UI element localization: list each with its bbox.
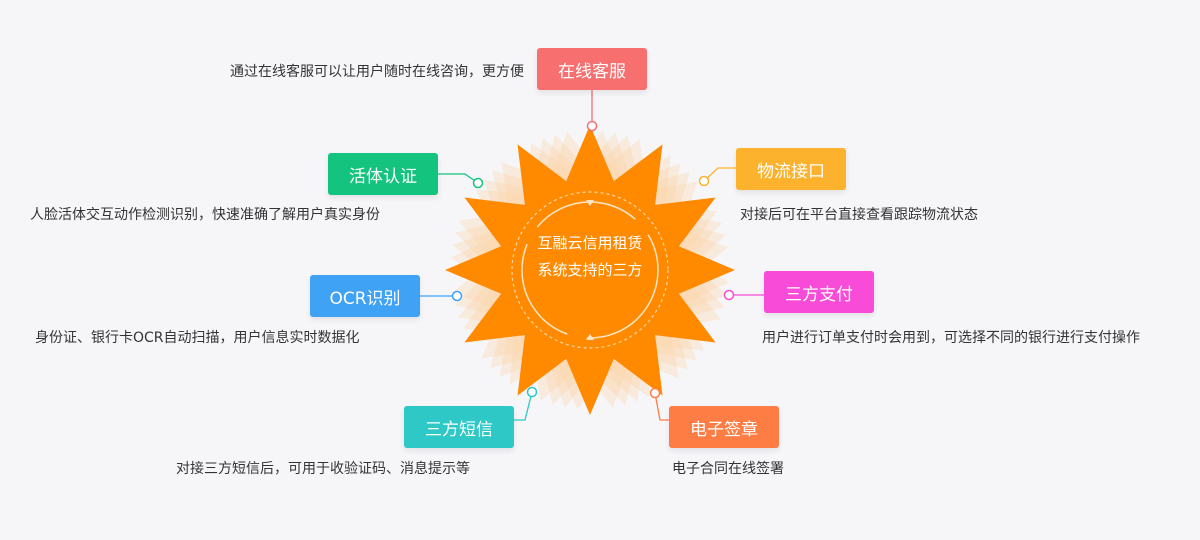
node-third-pay-connector-dot [723, 289, 735, 301]
node-logistics-api-label: 物流接口 [757, 161, 825, 182]
node-liveness-auth-desc: 人脸活体交互动作检测识别，快速准确了解用户真实身份 [30, 207, 380, 223]
node-third-pay: 三方支付 [764, 271, 874, 313]
node-liveness-auth: 活体认证 [328, 153, 438, 195]
node-online-service-connector-dot [586, 120, 598, 132]
center-title-line-1: 互融云信用租赁 [537, 234, 643, 252]
node-e-signature-connector-dot [649, 387, 661, 399]
sun-ring-marker-top [586, 200, 594, 206]
node-third-pay-desc: 用户进行订单支付时会用到，可选择不同的银行进行支付操作 [762, 330, 1140, 346]
node-third-sms-desc: 对接三方短信后，可用于收验证码、消息提示等 [176, 461, 470, 477]
node-third-pay-label: 三方支付 [785, 284, 853, 305]
node-third-sms-connector-dot [526, 386, 538, 398]
node-e-signature: 电子签章 [669, 406, 779, 448]
node-logistics-api-desc: 对接后可在平台直接查看跟踪物流状态 [740, 207, 978, 223]
node-logistics-api: 物流接口 [736, 148, 846, 190]
node-ocr: OCR识别 [310, 275, 420, 317]
center-title: 互融云信用租赁 系统支持的三方 [510, 230, 670, 284]
node-online-service: 在线客服 [537, 48, 647, 90]
node-ocr-desc: 身份证、银行卡OCR自动扫描，用户信息实时数据化 [35, 330, 360, 346]
node-liveness-auth-connector-dot [472, 177, 484, 189]
node-third-sms: 三方短信 [404, 406, 514, 448]
node-ocr-label: OCR识别 [329, 288, 401, 309]
node-third-sms-connector [514, 391, 533, 421]
node-online-service-desc: 通过在线客服可以让用户随时在线咨询，更方便 [230, 64, 524, 80]
node-online-service-label: 在线客服 [558, 61, 626, 82]
node-third-sms-label: 三方短信 [425, 419, 493, 440]
node-e-signature-desc: 电子合同在线签署 [672, 461, 784, 477]
center-title-line-2: 系统支持的三方 [537, 261, 643, 279]
node-liveness-auth-label: 活体认证 [349, 166, 417, 187]
sun-ring-marker-bottom [586, 334, 594, 340]
node-ocr-connector-dot [451, 290, 463, 302]
node-e-signature-label: 电子签章 [690, 419, 758, 440]
node-liveness-auth-connector [438, 173, 479, 184]
node-logistics-api-connector-dot [698, 175, 710, 187]
node-e-signature-connector [654, 392, 669, 421]
node-logistics-api-connector [703, 167, 736, 182]
